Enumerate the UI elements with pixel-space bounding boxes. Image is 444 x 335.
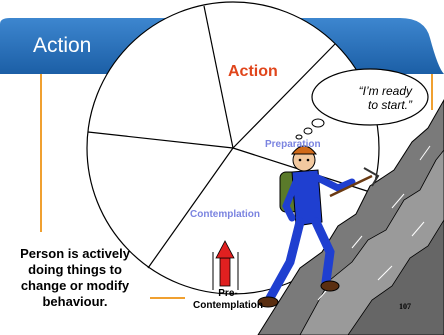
pre-contemplation-line-1: Pre-: [218, 288, 238, 299]
stage-label-action: Action: [228, 63, 278, 80]
speech-line-1: “I’m ready: [358, 84, 412, 98]
stage-label-pre-contemplation: Pre- Contemplation: [188, 288, 268, 312]
stage-label-contemplation: Contemplation: [190, 209, 260, 220]
stage-description: Person is actively doing things to chang…: [20, 246, 130, 309]
slide-title: Action: [33, 34, 92, 57]
page-number: 107: [399, 302, 411, 311]
speech-line-2: to start.”: [367, 98, 412, 112]
pre-contemplation-line-2: Contemplation: [193, 300, 263, 311]
climber-illustration: [257, 145, 380, 308]
up-arrow-icon: [212, 240, 239, 290]
speech-bubble-text: “I’m ready to start.”: [326, 84, 412, 112]
stage-label-preparation: Preparation: [265, 139, 321, 150]
speech-bubble: [295, 68, 429, 140]
